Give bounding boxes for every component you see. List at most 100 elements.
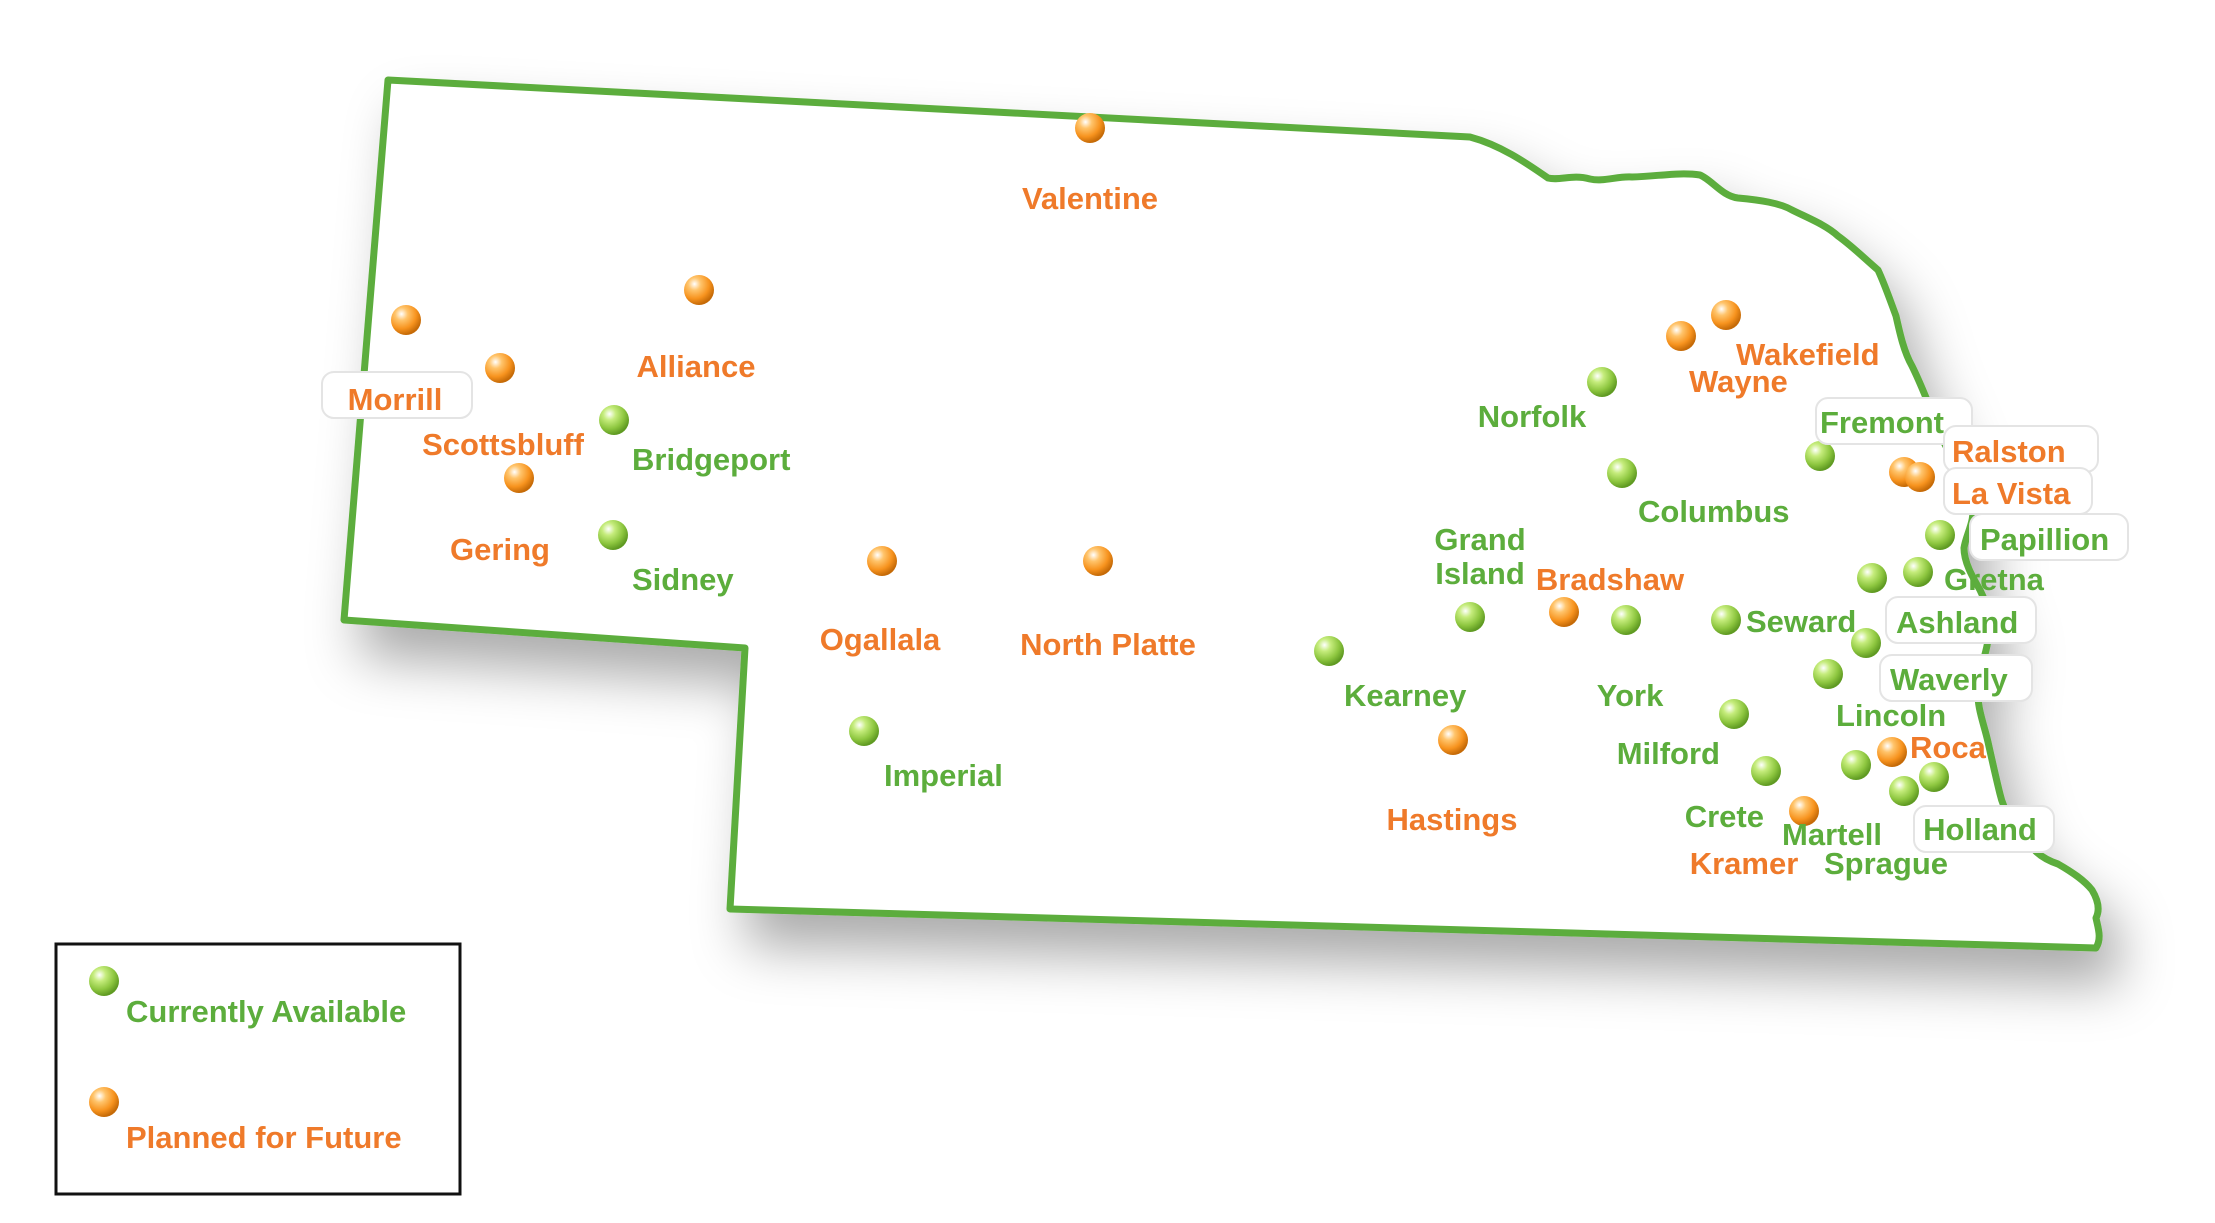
pin-morrill[interactable] xyxy=(391,305,421,373)
label-bubble xyxy=(1969,513,2129,561)
available-pin-icon xyxy=(1857,563,1887,593)
planned-pin-icon xyxy=(867,546,897,576)
legend-available-label: Currently Available xyxy=(126,994,406,1029)
planned-pin-icon xyxy=(1075,113,1105,143)
location-name: Columbus xyxy=(1638,494,1790,529)
pin-wakefield[interactable] xyxy=(1711,300,1741,373)
available-pin-icon xyxy=(1719,699,1749,729)
available-pin-icon xyxy=(1919,762,1949,792)
location-name: Seward xyxy=(1746,604,1856,639)
pin-milford[interactable] xyxy=(1719,699,1749,772)
available-pin-icon xyxy=(1889,776,1919,806)
pin-martell[interactable] xyxy=(1841,750,1871,823)
pin-kramer[interactable] xyxy=(1789,796,1819,869)
pin-roca[interactable] xyxy=(1877,737,1907,767)
available-pin-icon xyxy=(1455,602,1485,632)
pin-sprague[interactable] xyxy=(1889,776,1919,849)
location-name: Lincoln xyxy=(1836,698,1946,733)
location-name: Sidney xyxy=(632,562,734,597)
pin-alliance[interactable] xyxy=(684,275,714,348)
label-holland: Holland xyxy=(1913,805,2055,853)
label-bubble xyxy=(1913,805,2055,853)
label-bubble xyxy=(1879,654,2033,702)
location-name: Crete xyxy=(1685,799,1764,834)
planned-pin-icon xyxy=(1877,737,1907,767)
label-columbus: Columbus xyxy=(1638,494,1790,529)
label-fremont: Fremont xyxy=(1815,397,1973,445)
pin-sidney[interactable] xyxy=(598,520,628,593)
pin-hastings[interactable] xyxy=(1438,725,1468,798)
label-seward: Seward xyxy=(1746,604,1856,639)
pin-bradshaw[interactable] xyxy=(1549,597,1579,670)
available-pin-icon xyxy=(1751,756,1781,786)
pin-papillion[interactable] xyxy=(1925,520,1955,593)
pin-ashland[interactable] xyxy=(1857,563,1887,636)
location-name: Milford xyxy=(1617,736,1720,771)
legend-planned-label: Planned for Future xyxy=(126,1120,402,1155)
label-wakefield: Wakefield xyxy=(1736,337,1880,372)
legend-planned-pin-icon xyxy=(89,1087,119,1163)
location-name: Morrill xyxy=(348,382,443,417)
pin-imperial[interactable] xyxy=(849,716,879,789)
pin-york[interactable] xyxy=(1611,605,1641,678)
legend-available-pin-icon xyxy=(89,966,119,1039)
available-pin-icon xyxy=(1841,750,1871,780)
location-name: Wayne xyxy=(1689,364,1788,399)
pin-fremont[interactable] xyxy=(1805,441,1835,514)
label-kearney: Kearney xyxy=(1344,678,1467,713)
available-pin-icon xyxy=(1314,636,1344,666)
location-name: Waverly xyxy=(1890,662,2009,697)
label-wayne: Wayne xyxy=(1689,364,1788,399)
label-lincoln: Lincoln xyxy=(1836,698,1946,733)
label-gretna: Gretna xyxy=(1944,562,2045,597)
label-sidney: Sidney xyxy=(632,562,734,597)
label-crete: Crete xyxy=(1685,799,1764,834)
planned-pin-icon xyxy=(504,463,534,493)
available-pin-icon xyxy=(1903,557,1933,587)
location-name: Kramer xyxy=(1690,846,1799,881)
location-labels: ValentineMorrillScottsbluffAllianceBridg… xyxy=(321,181,2129,881)
pin-la-vista[interactable] xyxy=(1905,462,1935,535)
pin-valentine[interactable] xyxy=(1075,113,1105,186)
pin-lincoln[interactable] xyxy=(1813,659,1843,727)
available-pin-icon xyxy=(1813,659,1843,689)
pin-crete[interactable] xyxy=(1751,756,1781,829)
pin-seward[interactable] xyxy=(1711,605,1741,678)
label-milford: Milford xyxy=(1617,736,1720,771)
location-name: Scottsbluff xyxy=(422,427,585,462)
label-la-vista: La Vista xyxy=(1943,467,2093,515)
planned-pin-icon xyxy=(1083,546,1113,576)
pin-columbus[interactable] xyxy=(1607,458,1637,531)
pin-gering[interactable] xyxy=(504,463,534,536)
pin-ogallala[interactable] xyxy=(867,546,897,619)
location-name: La Vista xyxy=(1952,476,2071,511)
location-name: Roca xyxy=(1910,730,1987,765)
label-scottsbluff: Scottsbluff xyxy=(422,427,585,462)
available-pin-icon xyxy=(1925,520,1955,550)
available-pin-icon xyxy=(1611,605,1641,635)
label-kramer: Kramer xyxy=(1690,846,1799,881)
label-hastings: Hastings xyxy=(1387,802,1518,837)
legend: Currently Available Planned for Future xyxy=(54,942,462,1196)
pin-kearney[interactable] xyxy=(1314,636,1344,709)
planned-pin-icon xyxy=(1666,321,1696,351)
pin-bridgeport[interactable] xyxy=(599,405,629,473)
pin-waverly[interactable] xyxy=(1851,628,1881,701)
pin-scottsbluff[interactable] xyxy=(485,353,515,426)
pin-wayne[interactable] xyxy=(1666,321,1696,394)
pin-norfolk[interactable] xyxy=(1587,367,1617,440)
planned-pin-icon xyxy=(1711,300,1741,330)
available-pin-icon xyxy=(1805,441,1835,471)
label-valentine: Valentine xyxy=(1022,181,1158,216)
location-name: Valentine xyxy=(1022,181,1158,216)
location-name: Bridgeport xyxy=(632,442,790,477)
pin-north-platte[interactable] xyxy=(1083,546,1113,619)
label-norfolk: Norfolk xyxy=(1478,399,1587,434)
pin-grand-island[interactable] xyxy=(1455,602,1485,675)
label-bradshaw: Bradshaw xyxy=(1536,562,1685,597)
planned-pin-icon xyxy=(1905,462,1935,492)
label-ashland: Ashland xyxy=(1885,596,2037,644)
location-name: Ogallala xyxy=(820,622,941,657)
